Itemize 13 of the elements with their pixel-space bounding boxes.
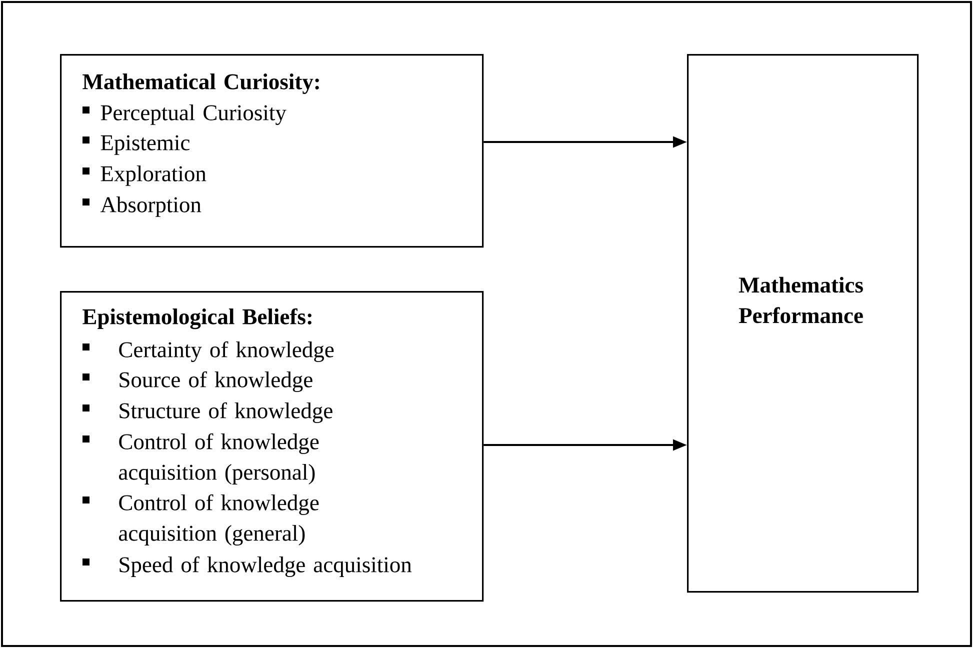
bullet-item: Source of knowledge (82, 371, 312, 392)
bullet-item: Speed of knowledge acquisition (82, 556, 412, 578)
bullet-item: Certainty of knowledge (82, 341, 334, 362)
bullet-item: Epistemic (82, 135, 190, 155)
box-label: Mathematics Performance (738, 276, 863, 324)
bullet-item: Exploration (82, 166, 206, 186)
bullet-item: Perceptual Curiosity (82, 104, 286, 126)
heading: Mathematical Curiosity: (82, 74, 319, 94)
bullet-item: Control of knowledge acquisition (personal) (82, 433, 319, 484)
bullet-item: Control of knowledge acquisition (general) (82, 494, 319, 546)
bullet-item: Structure of knowledge (82, 402, 332, 424)
heading: Epistemological Beliefs: (82, 308, 312, 330)
bullet-item: Absorption (82, 196, 202, 217)
